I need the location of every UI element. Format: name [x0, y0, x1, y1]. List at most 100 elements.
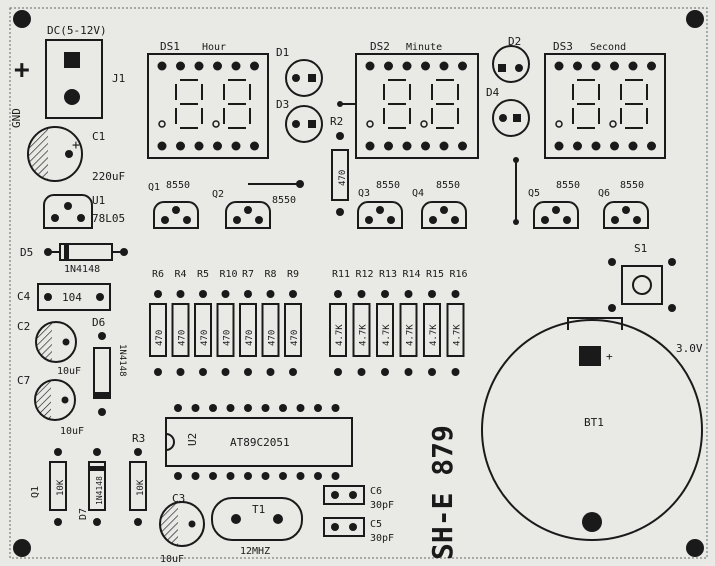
- board-outline: [9, 7, 708, 559]
- resistor-label: R11: [332, 269, 350, 280]
- ds1-sub-label: Hour: [202, 42, 226, 53]
- resistor-label: R13: [379, 269, 397, 280]
- svg-text:+: +: [72, 138, 80, 153]
- d3-label: D3: [276, 98, 289, 111]
- c4-label: C4: [17, 290, 31, 303]
- resistor-value: 470: [178, 330, 188, 346]
- d7-label: D7: [78, 508, 89, 520]
- q4-label: Q4: [412, 188, 424, 199]
- resistor-value: 4.7K: [382, 324, 392, 346]
- transistor-body: [357, 201, 403, 229]
- r2-label: R2: [330, 115, 343, 128]
- resistor: R4 470: [171, 269, 190, 376]
- transistor-body: [533, 201, 579, 229]
- c7-value: 10uF: [60, 426, 84, 437]
- resistor-label: R6: [152, 269, 164, 280]
- bt1-label: BT1: [584, 416, 604, 429]
- diode-d5: D5 1N4148: [20, 243, 128, 275]
- transistor-body: [153, 201, 199, 229]
- ds2-label: DS2: [370, 40, 390, 53]
- capacitor-c3: C3 10uF: [159, 492, 205, 565]
- d4-label: D4: [486, 86, 500, 99]
- resistor-r3: R3 10K: [129, 432, 147, 526]
- mounting-hole-br: [686, 539, 704, 557]
- d5-value: 1N4148: [64, 264, 100, 275]
- u1-label: U1: [92, 194, 105, 207]
- c5-label: C5: [370, 519, 382, 530]
- bt-plus-label: +: [606, 350, 613, 363]
- ds2-sub-label: Minute: [406, 42, 442, 53]
- mounting-hole-tl: [13, 10, 31, 28]
- c1-value: 220uF: [92, 170, 125, 183]
- transistor-body: [421, 201, 467, 229]
- resistor-label: R16: [450, 269, 468, 280]
- resistor-label: R12: [356, 269, 374, 280]
- r1-side-label: Q1: [30, 486, 41, 498]
- q1-value: 8550: [166, 180, 190, 191]
- resistor-value: 470: [155, 330, 165, 346]
- resistor: R13 4.7K: [376, 269, 397, 376]
- resistor-r1: Q1 10K: [30, 448, 67, 526]
- regulator-u1: U1 78L05: [43, 194, 125, 229]
- u2-value: AT89C2051: [230, 436, 290, 449]
- d1-label: D1: [276, 46, 289, 59]
- dc-input-label: DC(5-12V): [47, 24, 107, 37]
- led-d1: D1: [276, 46, 323, 97]
- c6-value: 30pF: [370, 500, 394, 511]
- resistor-label: R10: [220, 269, 238, 280]
- mounting-hole-bl: [13, 539, 31, 557]
- j1-label: J1: [112, 72, 125, 85]
- display-ds2-minute: DS2 Minute: [355, 40, 479, 159]
- capacitor-c2: C2 10uF: [17, 320, 81, 377]
- resistor-value: 4.7K: [335, 324, 345, 346]
- resistor-value: 470: [245, 330, 255, 346]
- bt-voltage-label: 3.0V: [676, 342, 703, 355]
- resistor-label: R15: [426, 269, 444, 280]
- transistor-body: [225, 201, 271, 229]
- resistor-value: 470: [200, 330, 210, 346]
- d5-label: D5: [20, 246, 33, 259]
- t1-value: 12MHZ: [240, 546, 270, 557]
- c6-label: C6: [370, 486, 382, 497]
- q2-value: 8550: [272, 195, 296, 206]
- board-model-label: SH-E 879: [426, 425, 459, 560]
- led-d3: D3: [276, 98, 323, 143]
- resistor-value: 470: [290, 330, 300, 346]
- led-d2: D2: [492, 35, 530, 83]
- dc-jack-j1: DC(5-12V) + GND J1: [10, 24, 125, 128]
- q5-label: Q5: [528, 188, 540, 199]
- plus-label: +: [14, 55, 30, 85]
- ic-pins: [174, 404, 340, 480]
- resistor: R15 4.7K: [423, 269, 444, 376]
- resistor-value: 470: [268, 330, 278, 346]
- c3-value: 10uF: [160, 554, 184, 565]
- q4-value: 8550: [436, 180, 460, 191]
- resistor-value: 4.7K: [429, 324, 439, 346]
- capacitor-c7: C7 10uF: [17, 374, 84, 437]
- q1-label: Q1: [148, 182, 160, 193]
- switch-s1: S1: [608, 242, 676, 312]
- u1-value: 78L05: [92, 212, 125, 225]
- r1-value: 10K: [56, 479, 66, 496]
- c1-label: C1: [92, 130, 105, 143]
- d7-value: 1N4148: [95, 476, 104, 505]
- d2-label: D2: [508, 35, 521, 48]
- gnd-label: GND: [10, 108, 23, 128]
- s1-label: S1: [634, 242, 647, 255]
- r2-value: 470: [338, 170, 348, 186]
- c4-value: 104: [62, 291, 82, 304]
- q3-value: 8550: [376, 180, 400, 191]
- display-ds3-second: DS3 Second: [544, 40, 666, 159]
- r3-value: 10K: [136, 479, 146, 496]
- resistor-label: R4: [175, 269, 187, 280]
- transistor-row: Q1 8550 Q2 8550 Q3 8550 Q4 8550 Q5 8550 …: [148, 180, 649, 229]
- battery-bt1: + 3.0V BT1: [481, 317, 703, 541]
